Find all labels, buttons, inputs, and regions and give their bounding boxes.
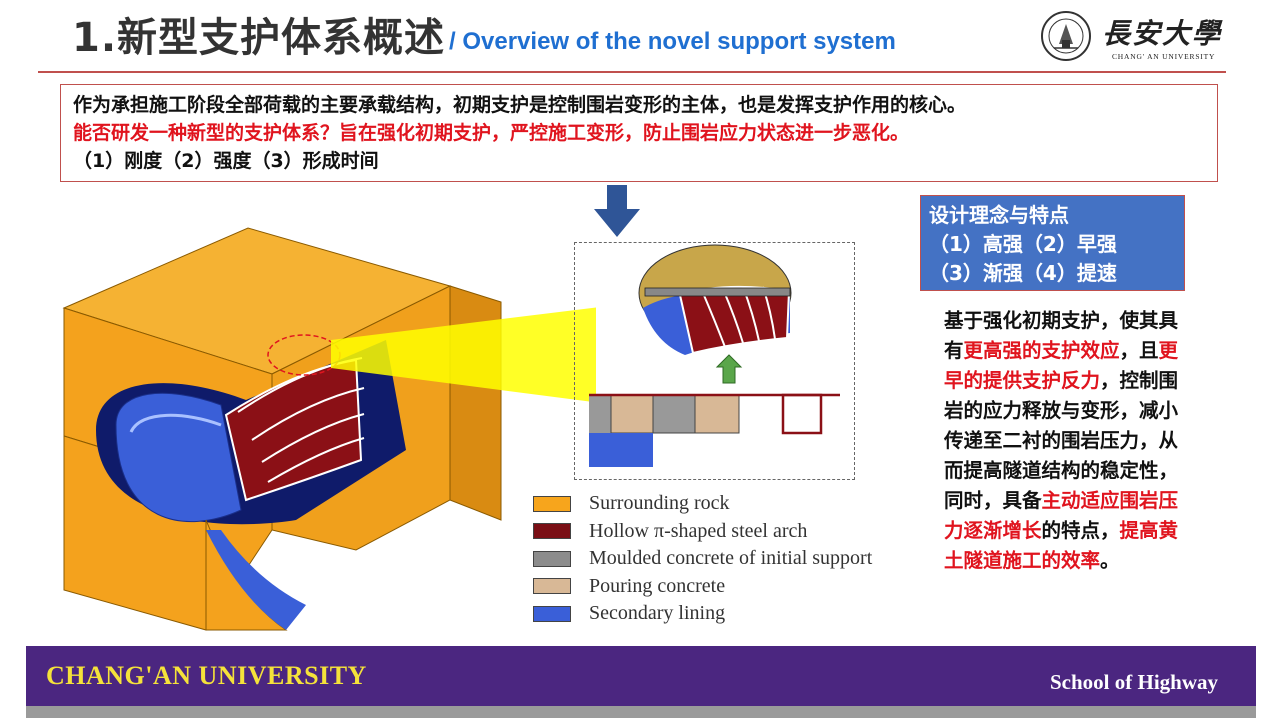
- legend-item-steel-arch: Hollow π-shaped steel arch: [533, 518, 872, 546]
- legend-swatch: [533, 605, 571, 622]
- intro-line-2: 能否研发一种新型的支护体系？旨在强化初期支护，严控施工变形，防止围岩应力状态进一…: [73, 122, 910, 144]
- intro-box: 作为承担施工阶段全部荷载的主要承载结构，初期支护是控制围岩变形的主体，也是发挥支…: [60, 84, 1218, 182]
- description-paragraph: 基于强化初期支护，使其具有更高强的支护效应，且更早的提供支护反力，控制围岩的应力…: [944, 306, 1194, 576]
- legend-swatch: [533, 495, 571, 512]
- para-highlight-2: 更早的提供支护反力: [944, 339, 1179, 392]
- legend-label: Hollow π-shaped steel arch: [589, 519, 808, 542]
- para-text-5: 。: [1100, 549, 1120, 572]
- footer-university-name: CHANG'AN UNIVERSITY: [46, 661, 367, 690]
- legend-label: Pouring concrete: [589, 574, 726, 597]
- design-heading: 设计理念与特点: [929, 203, 1069, 227]
- legend-item-secondary-lining: Secondary lining: [533, 600, 872, 628]
- design-line-1: （1）高强（2）早强: [929, 232, 1117, 256]
- university-logo-subtext: CHANG' AN UNIVERSITY: [1112, 52, 1216, 61]
- legend-item-surrounding-rock: Surrounding rock: [533, 490, 872, 518]
- para-text-3: ，控制围岩的应力释放与变形，减小传递至二衬的围岩压力，从而提高隧道结构的稳定性，…: [944, 369, 1179, 512]
- legend-label: Secondary lining: [589, 602, 726, 625]
- tunnel-illustration: [62, 227, 596, 631]
- university-seal-icon: [1041, 11, 1091, 61]
- para-text-4: 的特点，: [1041, 519, 1120, 542]
- header-divider: [38, 71, 1226, 73]
- design-line-2: （3）渐强（4）提速: [929, 261, 1117, 285]
- university-logo-text: 長安大學: [1102, 17, 1223, 50]
- page-title: 1.新型支护体系概述 / Overview of the novel suppo…: [72, 8, 896, 64]
- para-highlight-1: 更高强的支护效应: [963, 339, 1120, 362]
- legend-swatch: [533, 550, 571, 567]
- intro-line-3: （1）刚度（2）强度（3）形成时间: [73, 150, 379, 172]
- legend-item-moulded-concrete: Moulded concrete of initial support: [533, 545, 872, 573]
- intro-line-1: 作为承担施工阶段全部荷载的主要承载结构，初期支护是控制围岩变形的主体，也是发挥支…: [73, 94, 967, 116]
- legend-item-pouring-concrete: Pouring concrete: [533, 573, 872, 601]
- para-highlight-3: 主动适应围岩压力逐渐增长: [944, 489, 1179, 542]
- legend-swatch: [533, 578, 571, 595]
- legend-label: Surrounding rock: [589, 492, 730, 515]
- detail-inset-drawing: [589, 244, 840, 467]
- para-text-2: ，且: [1119, 339, 1159, 362]
- legend-swatch: [533, 523, 571, 540]
- page-title-cn: 1.新型支护体系概述: [72, 15, 446, 61]
- legend-label: Moulded concrete of initial support: [589, 547, 873, 570]
- page-title-en: / Overview of the novel support system: [449, 28, 896, 55]
- footer-school-name: School of Highway: [1050, 670, 1219, 694]
- para-highlight-4: 提高黄土隧道施工的效率: [944, 519, 1179, 572]
- legend: Surrounding rock Hollow π-shaped steel a…: [533, 490, 872, 628]
- para-text-1: 基于强化初期支护，使其具有: [944, 309, 1179, 362]
- down-arrow-icon: [594, 185, 640, 237]
- design-concept-box: 设计理念与特点 （1）高强（2）早强 （3）渐强（4）提速: [920, 195, 1185, 291]
- footer-band: [26, 706, 1256, 718]
- detail-inset: [574, 242, 855, 480]
